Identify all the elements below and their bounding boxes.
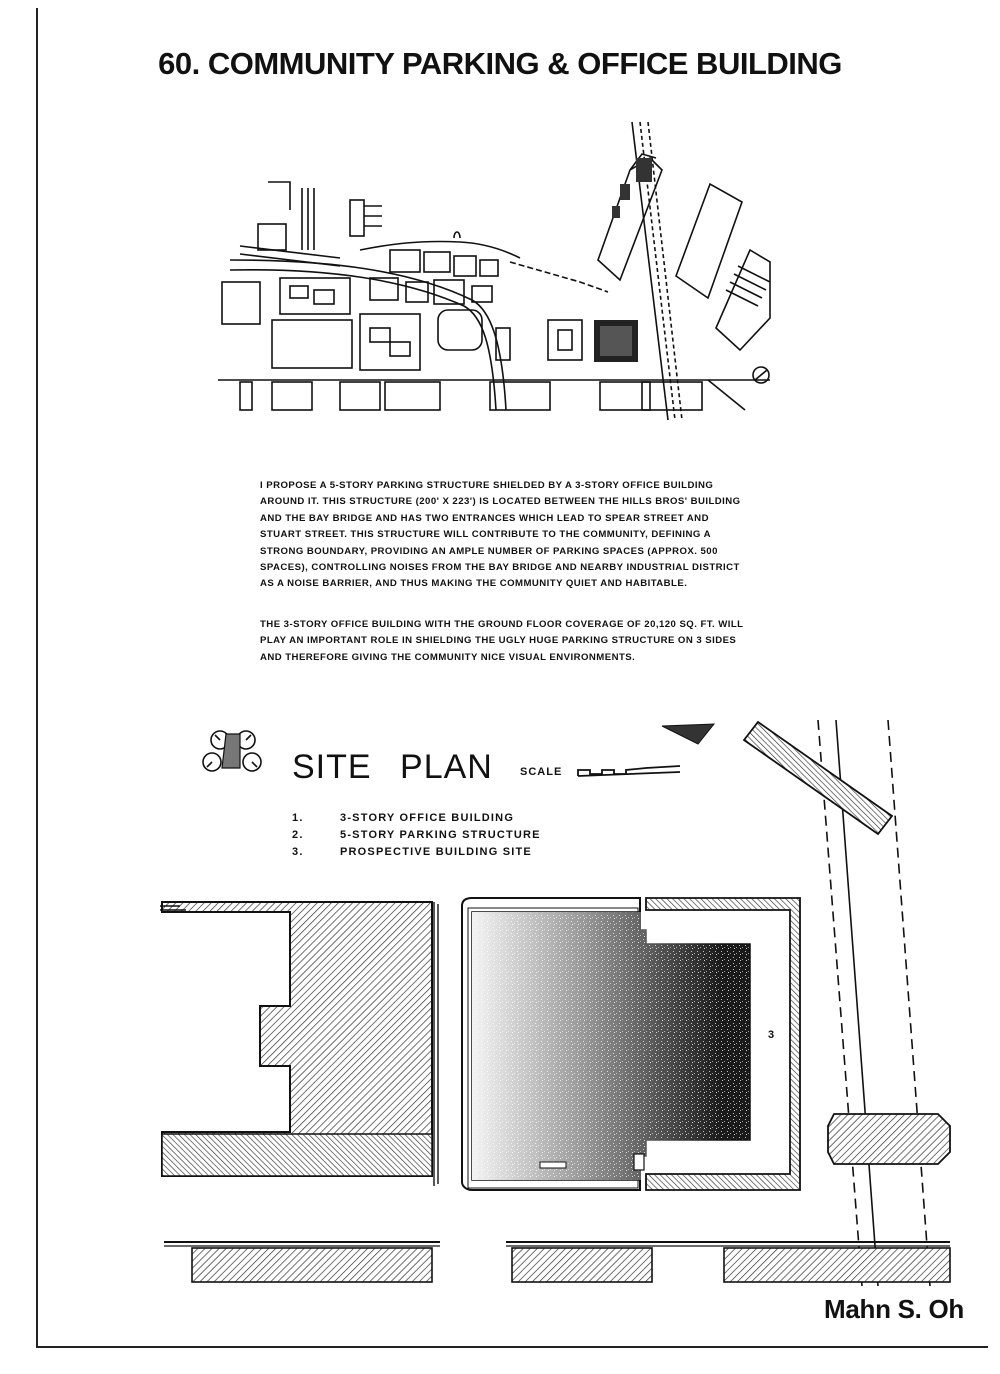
prospective-building-site [633,897,801,1191]
scale-bar-icon [577,765,681,777]
tree-cluster-icon [202,730,262,772]
context-map [218,121,771,420]
legend-item: 2. 5-STORY PARKING STRUCTURE [292,827,541,844]
scale-label: SCALE [520,766,563,778]
parking-structure [461,897,751,1191]
site-marker-label: 3 [768,1029,774,1041]
north-arrow-icon [661,723,716,745]
page-title: 60. COMMUNITY PARKING & OFFICE BUILDING [158,46,842,81]
site-plan-drawing: 3 [160,719,951,1287]
site-plan-title: SITE PLAN [292,748,493,786]
legend-label: 5-STORY PARKING STRUCTURE [340,829,541,841]
legend-label: PROSPECTIVE BUILDING SITE [340,846,532,858]
author-name: Mahn S. Oh [823,1294,964,1324]
description-paragraph-1: I propose a 5-story parking structure sh… [260,480,741,590]
legend-item: 3. PROSPECTIVE BUILDING SITE [292,844,541,861]
bridge-lines [817,719,931,1287]
sheet-border [36,8,988,1348]
legend-number: 1. [292,812,304,824]
legend-label: 3-STORY OFFICE BUILDING [340,812,515,824]
site-plan-legend: 1. 3-STORY OFFICE BUILDING 2. 5-STORY PA… [292,810,541,861]
description-paragraph-2: The 3-story office building with the gro… [260,619,744,663]
office-building-left [160,901,439,1186]
legend-number: 2. [292,829,304,841]
legend-number: 3. [292,846,304,858]
bottom-street [164,1241,951,1283]
legend-item: 1. 3-STORY OFFICE BUILDING [292,810,541,827]
bridge-pier [742,720,951,1165]
